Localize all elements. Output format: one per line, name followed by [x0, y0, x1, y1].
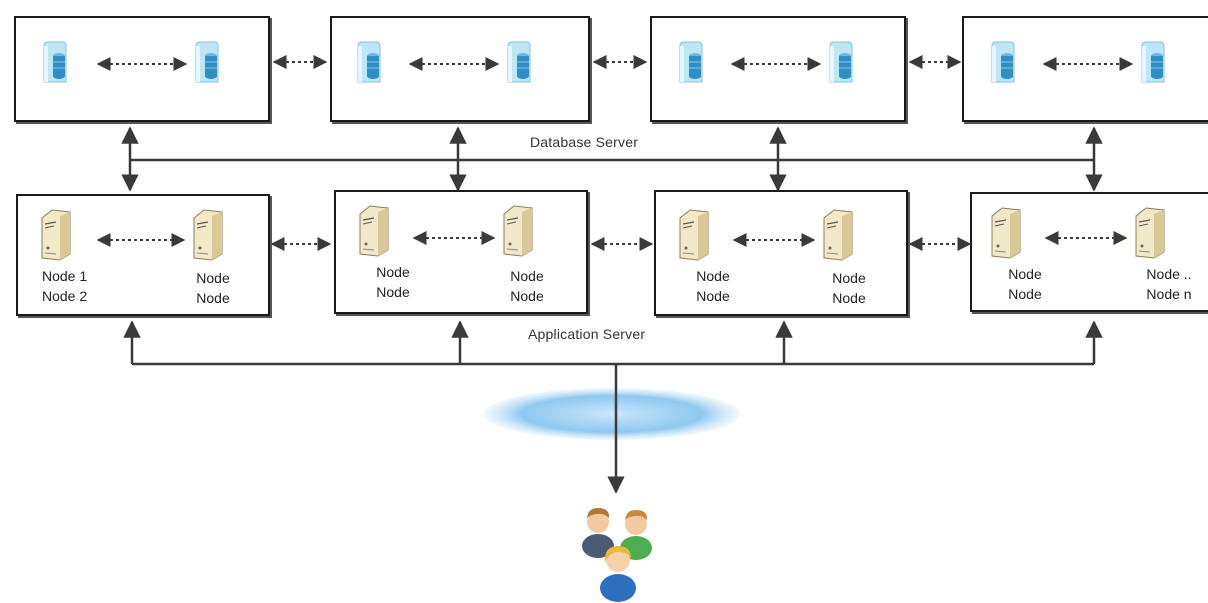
node-label-right: Node ..Node n [1146, 266, 1192, 302]
app-server-icon [359, 205, 389, 257]
server-pair [991, 207, 1165, 259]
database-server-icon [829, 41, 853, 83]
db-pair [991, 41, 1165, 83]
application-server-label: Application Server [528, 326, 646, 342]
database-server-icon [507, 41, 531, 83]
db-box-3 [650, 16, 906, 122]
db-box-1 [14, 16, 270, 122]
db-pair [43, 41, 219, 83]
db-box-4 [962, 16, 1208, 122]
network-cloud-icon [484, 388, 740, 440]
db-pair [357, 41, 531, 83]
app-server-icon [823, 209, 853, 261]
users-group-icon [582, 508, 652, 602]
server-pair [359, 205, 533, 257]
server-pair [679, 209, 853, 261]
database-server-icon [679, 41, 703, 83]
database-server-icon [991, 41, 1015, 83]
db-pair [679, 41, 853, 83]
app-server-icon [41, 209, 71, 261]
db-box-2 [330, 16, 590, 122]
app-server-icon [1135, 207, 1165, 259]
database-server-icon [195, 41, 219, 83]
server-pair [41, 209, 223, 261]
app-bus [123, 320, 1103, 366]
app-server-icon [193, 209, 223, 261]
app-server-icon [503, 205, 533, 257]
database-server-icon [357, 41, 381, 83]
database-server-icon [1141, 41, 1165, 83]
app-server-icon [679, 209, 709, 261]
database-server-label: Database Server [530, 134, 639, 150]
database-server-icon [43, 41, 67, 83]
app-server-icon [991, 207, 1021, 259]
db-bus [121, 126, 1103, 192]
